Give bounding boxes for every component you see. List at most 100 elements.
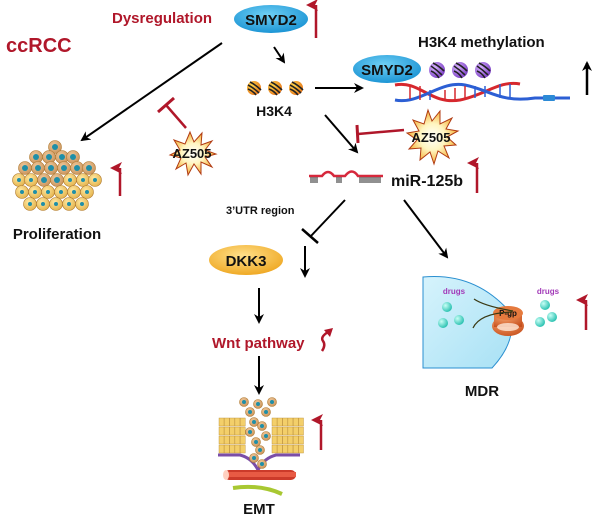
epithelial-cell-icon [293,417,299,427]
wnt-up-squiggle-arrow [320,328,333,352]
arrow-h3k4-to-mir125b [324,114,359,154]
cell-nucleus-icon [270,400,274,404]
h3k4-nucleosomes [247,81,304,96]
nucleosome-icon [247,81,262,96]
epithelial-cell-icon [218,435,225,445]
pgp-transporter-icon: P-gp [492,306,524,336]
cell-nucleus-icon [254,440,258,444]
emt-tissue-icon [218,397,304,496]
cell-nucleus-icon [54,177,60,183]
cell-nucleus-icon [59,154,65,160]
epithelial-cell-icon [277,426,283,436]
drugs-out-label: drugs [537,287,560,296]
cell-nucleus-icon [93,178,97,182]
az505-left-label: AZ505 [172,146,211,161]
epithelial-cell-icon [282,435,288,445]
cell-nucleus-icon [74,165,80,171]
smyd2-top-node: SMYD2 [234,5,308,33]
epithelial-cell-icon [239,426,246,436]
epithelial-cell-icon [287,417,294,427]
mdr-label: MDR [465,383,499,400]
nucleosome-icon [429,62,445,79]
epithelial-cell-icon [271,444,278,454]
cell-nucleus-icon [260,424,264,428]
methylated-nucleosomes [429,62,491,79]
smyd2-dna-label: SMYD2 [361,62,413,79]
burst-icon [405,108,460,166]
cell-nucleus-icon [22,165,28,171]
epithelial-cell-icon [224,435,230,445]
cell-nucleus-icon [248,430,252,434]
drug-molecule-icon [442,302,452,312]
cell-nucleus-icon [260,462,264,466]
dkk3-node: DKK3 [209,245,283,275]
epithelial-cell-icon [298,426,304,436]
cell-nucleus-icon [68,178,72,182]
inhibit-az505-mir125b [355,124,405,144]
cell-nucleus-icon [54,202,58,206]
epithelial-cell-icon [282,444,288,454]
cell-nucleus-icon [85,190,89,194]
epithelial-cell-icon [224,426,230,436]
arrow-mir125b-to-mdr [403,199,449,259]
epithelial-cell-icon [287,444,294,454]
epithelial-cell-icon [271,417,278,427]
epithelial-cell-icon [298,417,304,427]
drug-molecule-icon [454,315,464,325]
cell-nucleus-icon [256,402,260,406]
cell-nucleus-icon [252,456,256,460]
drug-molecule-icon [547,312,557,322]
utr-region-label: 3’UTR region [226,205,295,217]
cell-nucleus-icon [70,154,76,160]
cell-nucleus-icon [258,448,262,452]
epithelial-cell-icon [224,444,230,454]
epithelial-cell-icon [293,426,299,436]
nucleosome-icon [289,81,304,96]
epithelial-cell-icon [293,444,299,454]
drug-molecule-icon [535,317,545,327]
epithelial-cell-icon [298,435,304,445]
nucleosome-icon [475,62,491,79]
epithelial-cell-icon [229,444,235,454]
emt-label: EMT [243,501,275,518]
cell-nucleus-icon [46,154,52,160]
cell-nucleus-icon [61,165,67,171]
epithelial-cell-icon [293,435,299,445]
cell-nucleus-icon [72,190,76,194]
cell-nucleus-icon [242,400,246,404]
cell-nucleus-icon [52,144,58,150]
epithelial-cell-icon [234,417,241,427]
cell-nucleus-icon [41,202,45,206]
cell-nucleus-icon [48,165,54,171]
cell-nucleus-icon [33,154,39,160]
cell-nucleus-icon [67,202,71,206]
cell-nucleus-icon [33,190,37,194]
epithelial-cell-icon [234,444,241,454]
nucleosome-icon [452,62,468,79]
dkk3-label: DKK3 [226,253,267,270]
epithelial-cell-icon [224,417,230,427]
az505-right-label: AZ505 [411,130,450,145]
epithelial-cell-icon [287,435,294,445]
epithelial-cell-icon [218,417,225,427]
epithelial-cell-icon [229,426,235,436]
epithelial-cell-icon [271,435,278,445]
burst-icon [168,130,218,177]
cell-nucleus-icon [81,178,85,182]
drugs-in-label: drugs [443,287,466,296]
inhibit-az505-proliferation [157,96,187,129]
epithelial-cell-icon [287,426,294,436]
epithelial-cell-icon [239,444,246,454]
inhibit-mir125b-dkk3 [301,199,346,244]
epithelial-cell-icon [277,435,283,445]
epithelial-cell-icon [218,426,225,436]
cell-nucleus-icon [59,190,63,194]
az505-left-node: AZ505 [168,130,218,177]
cell-nucleus-icon [80,202,84,206]
smyd2-dna-node: SMYD2 [353,55,421,83]
epithelial-cell-icon [277,444,283,454]
cell-nucleus-icon [86,165,92,171]
cell-nucleus-icon [28,202,32,206]
